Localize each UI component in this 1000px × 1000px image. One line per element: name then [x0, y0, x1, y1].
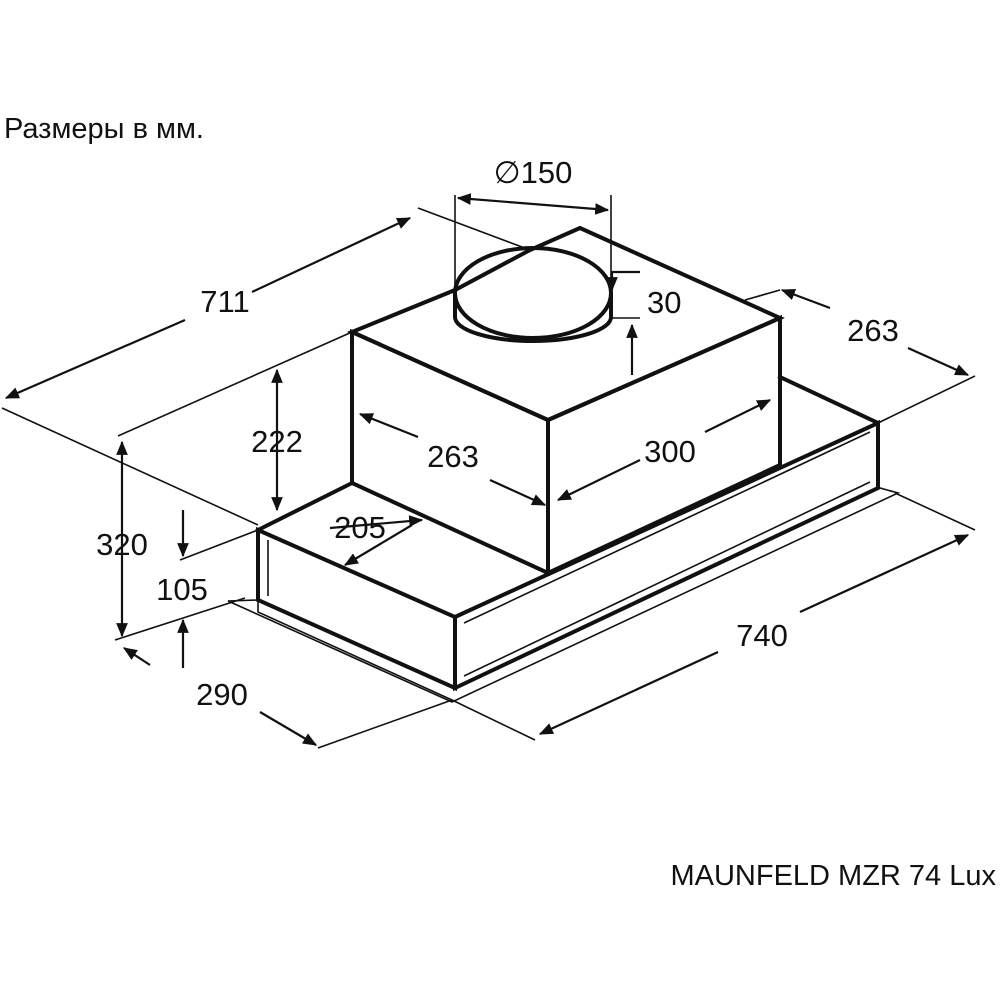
ext-711-front — [1, 407, 259, 526]
label-motor-depth-right: 263 — [847, 313, 899, 348]
ext-263-back — [744, 289, 781, 301]
arrow-205-right — [329, 515, 424, 530]
arrow-300-left — [556, 459, 641, 501]
front-panel-top-left — [255, 480, 355, 533]
label-overall-height: 320 — [96, 527, 148, 562]
arrow-711-left — [4, 318, 186, 400]
label-motor-width: 300 — [644, 434, 696, 469]
bottom-plate-edge — [257, 600, 453, 701]
ext-711-back — [417, 207, 531, 251]
label-front-depth: 290 — [196, 677, 248, 712]
label-front-panel-height: 105 — [156, 572, 208, 607]
ext-320-top — [117, 331, 353, 437]
front-panel-side-face — [453, 419, 880, 692]
duct-collar-side — [453, 291, 613, 343]
label-duct-diameter: ∅150 — [494, 155, 573, 190]
model-name: MAUNFELD MZR 74 Lux — [670, 860, 996, 892]
ext-263-front — [877, 375, 976, 424]
ext-290-right — [317, 699, 453, 749]
dimension-arrows — [4, 193, 970, 746]
bottom-plate — [227, 487, 901, 703]
dimension-labels: ∅150 30 711 263 222 263 300 320 205 105 … — [96, 155, 899, 712]
arrow-290-right — [259, 711, 318, 746]
arrow-711-right — [251, 217, 412, 293]
label-motor-height: 222 — [251, 424, 303, 459]
arrow-263-front-right — [489, 478, 547, 507]
front-panel-front-face — [256, 526, 457, 692]
arrow-263-right-front — [907, 346, 970, 377]
label-duct-height: 30 — [647, 285, 681, 320]
arrow-290-left — [123, 647, 151, 666]
label-motor-depth-front: 263 — [427, 439, 479, 474]
arrow-263-right-back — [780, 288, 831, 310]
label-overall-depth: 711 — [200, 284, 249, 319]
ext-105-top — [179, 529, 259, 561]
front-panel-strip-1 — [463, 431, 871, 624]
hood-body — [227, 225, 901, 703]
arrow-740-right — [799, 534, 970, 613]
label-front-panel-depth: 205 — [334, 510, 386, 545]
arrow-205-left — [343, 524, 413, 566]
arrow-263-front-left — [358, 412, 419, 439]
ext-740-right — [894, 492, 976, 531]
duct-collar-top — [453, 246, 613, 340]
arrow-150 — [456, 193, 610, 215]
arrow-30-top — [606, 270, 640, 292]
units-caption: Размеры в мм. — [4, 113, 204, 145]
arrow-740-left — [538, 651, 719, 735]
arrow-300-right — [704, 399, 772, 433]
front-panel-strip-2 — [463, 481, 871, 677]
front-panel-top-right — [777, 374, 881, 426]
label-overall-width: 740 — [736, 618, 788, 653]
ext-740-left — [451, 699, 536, 741]
motor-box-top-face — [346, 225, 785, 423]
front-panel-top-inner — [454, 572, 549, 618]
